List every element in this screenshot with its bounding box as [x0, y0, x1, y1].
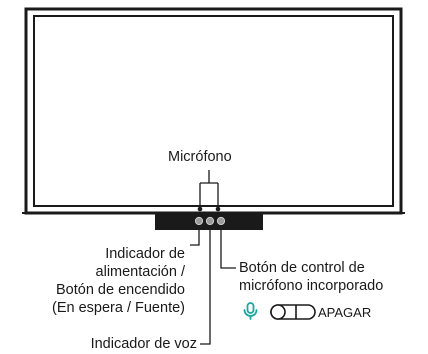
leader-lines: [190, 225, 236, 345]
power-indicator-label: Indicador de alimentación / Botón de enc…: [52, 245, 185, 317]
control-bar: [155, 213, 263, 230]
power-indicator-line-4: (En espera / Fuente): [52, 300, 185, 316]
voice-indicator-dot: [205, 216, 215, 226]
power-button-dot: [194, 216, 204, 226]
microphone-icon: [243, 302, 258, 320]
mic-control-line-1: Botón de control de: [239, 260, 365, 276]
voice-indicator-label: Indicador de voz: [90, 336, 197, 352]
toggle-switch-icon: [270, 304, 316, 320]
mic-control-line-2: micrófono incorporado: [239, 278, 384, 294]
power-indicator-line-2: alimentación /: [95, 264, 185, 280]
power-indicator-line-1: Indicador de: [105, 246, 185, 262]
power-indicator-line-3: Botón de encendido: [56, 282, 185, 298]
mic-toggle-state-label: APAGAR: [318, 305, 372, 320]
microphone-callout-lines: [199, 170, 219, 208]
microphone-label: Micrófono: [168, 149, 232, 165]
microphone-holes: [197, 206, 221, 212]
mic-control-label: Botón de control de micrófono incorporad…: [239, 259, 383, 295]
mic-control-button-dot: [216, 216, 226, 226]
